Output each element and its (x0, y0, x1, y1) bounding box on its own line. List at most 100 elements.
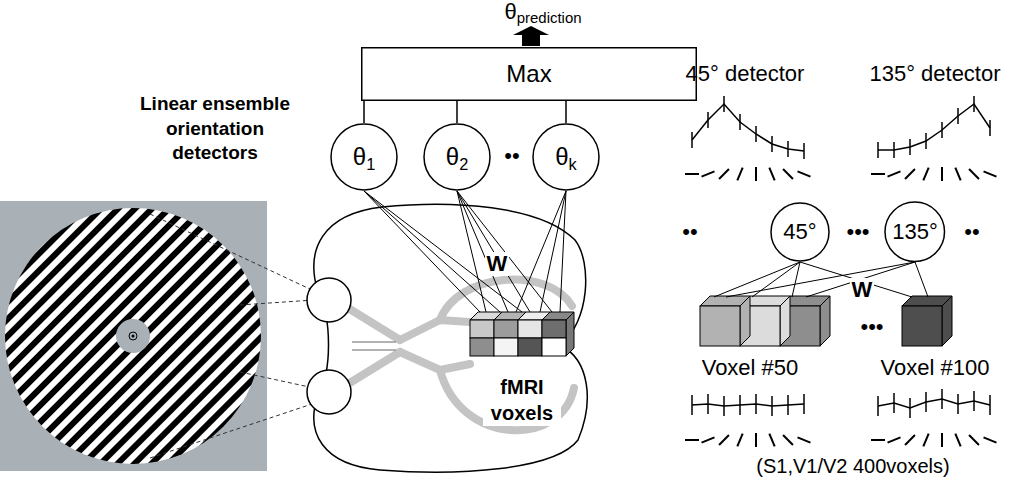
projection-lines (240, 372, 314, 388)
orientation-bar (737, 168, 742, 181)
voxel (542, 320, 566, 338)
ellipsis: •• (504, 144, 519, 168)
weight-line (560, 191, 566, 312)
panel-title: Linear ensemble orientation detectors (129, 92, 301, 166)
fmri-voxel-grid (470, 312, 574, 356)
projection-lines (150, 214, 314, 458)
orientation-bar (923, 168, 928, 181)
projection-lines (150, 214, 312, 290)
node-label: θk (555, 144, 577, 170)
weight-line (792, 262, 800, 297)
grating-stimulus (129, 332, 137, 340)
grating-stimulus (0, 201, 267, 471)
ellipsis: ••• (860, 315, 883, 339)
node-label: 135° (892, 220, 938, 244)
connector-line (363, 101, 365, 123)
voxel-cubes (700, 296, 952, 346)
orientation-bar (941, 433, 943, 447)
orientation-bar (755, 167, 757, 181)
orientation-bar (905, 435, 915, 445)
grating-stimulus (116, 319, 150, 353)
orientation-bar (955, 434, 960, 447)
orientation-bar (969, 169, 979, 179)
orientation-bar (888, 171, 901, 176)
orientation-bar (905, 169, 915, 179)
tuning-curve (692, 404, 804, 406)
circle-outline (885, 202, 945, 262)
weight-lines (364, 191, 566, 312)
detector-title: 135° detector (869, 62, 1000, 86)
connector-line (456, 101, 458, 123)
voxel (542, 338, 566, 356)
cube-front (902, 306, 942, 346)
projection-lines (240, 300, 314, 305)
orientation-bar (871, 439, 885, 441)
weight-line (726, 262, 915, 297)
weight-line (915, 262, 928, 297)
weight-label: W (850, 278, 875, 302)
tuning-curves (685, 96, 996, 447)
voxel-side (566, 312, 574, 356)
voxel (494, 320, 518, 338)
voxel (470, 320, 494, 338)
grating-stimulus (0, 201, 267, 471)
node-label: 45° (783, 220, 816, 244)
output-arrow (513, 26, 549, 46)
optic-pathway (348, 352, 400, 384)
cube-side (780, 296, 790, 346)
weight-line (457, 191, 530, 312)
max-box: Max (361, 47, 697, 101)
detector-title: 45° detector (686, 62, 805, 86)
voxel (518, 338, 542, 356)
grating-stimulus (132, 335, 135, 338)
eyes (307, 278, 351, 322)
orientation-bar (702, 171, 715, 176)
orientation-bar (969, 435, 979, 445)
midline (352, 350, 396, 351)
voxel-title: Voxel #100 (881, 356, 990, 380)
orientation-bar (888, 437, 901, 442)
output-label: θprediction (504, 0, 581, 24)
optic-pathway (348, 280, 574, 431)
orientation-bar (923, 434, 928, 447)
ellipsis: ••• (846, 220, 869, 244)
detector-circle: θ2 (423, 123, 491, 191)
orientation-bar (798, 171, 811, 176)
weight-line (364, 191, 480, 312)
projection-lines (150, 404, 312, 458)
weight-lines (714, 262, 928, 297)
cube-side (820, 296, 830, 346)
box-outline (362, 48, 697, 101)
weight-line (457, 191, 552, 312)
voxel (494, 338, 518, 356)
weight-line (364, 191, 500, 312)
orientation-bar (984, 437, 997, 442)
eyes (307, 278, 351, 414)
circle-outline (533, 124, 599, 190)
cube-side (740, 296, 750, 346)
optic-pathway (400, 320, 470, 340)
orientation-bar (769, 168, 774, 181)
optic-pathway (348, 308, 400, 340)
circle-outline (331, 124, 397, 190)
cube-side (942, 296, 952, 346)
tuning-curve (878, 399, 990, 408)
tuning-curve (878, 104, 990, 150)
node-label: Max (506, 61, 551, 87)
detector-circle: θ1 (330, 123, 398, 191)
midline (352, 342, 396, 343)
brain-outline (314, 204, 587, 472)
orientation-bar (955, 168, 960, 181)
orientation-bar (702, 437, 715, 442)
caption-note: (S1,V1/V2 400voxels) (756, 455, 949, 477)
weight-line (540, 191, 566, 312)
orientation-bar (783, 169, 793, 179)
detector-circle: θk (532, 123, 600, 191)
orientation-bar (871, 173, 885, 175)
weight-line (516, 191, 566, 312)
voxel-title: Voxel #50 (702, 356, 799, 380)
orientation-bar (984, 171, 997, 176)
orientation-bar (798, 437, 811, 442)
orientation-bar (737, 434, 742, 447)
